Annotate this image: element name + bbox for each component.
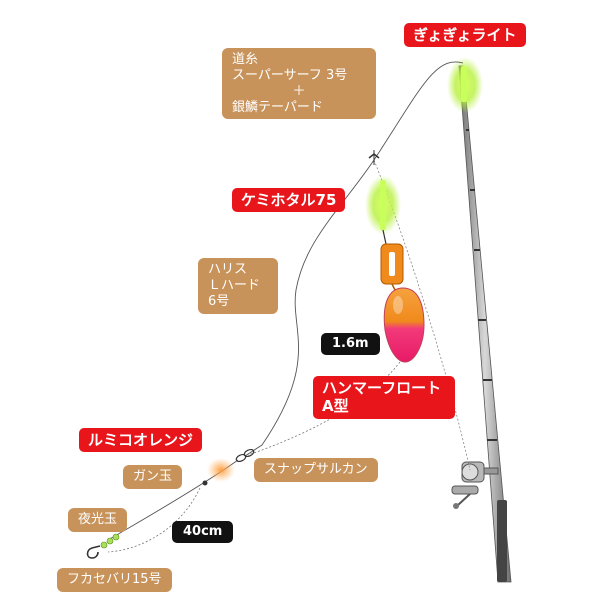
fishing-rod — [458, 65, 512, 583]
chemi-light — [380, 180, 386, 230]
label-gyogyo-light: ぎょぎょライト — [404, 23, 526, 48]
label-kemi-hotaru: ケミホタル75 — [232, 188, 346, 213]
label-hook: フカセバリ15号 — [57, 568, 172, 592]
snap-swivel — [235, 448, 255, 463]
main-line-text-1: 道糸 — [232, 52, 259, 67]
label-rumiko-orange: ルミコオレンジ — [79, 428, 203, 453]
hammer-float-text-1: ハンマーフロート — [322, 379, 442, 397]
label-main-line: 道糸 スーパーサーフ 3号 ＋ 銀鱗テーパード — [222, 48, 376, 120]
main-line — [244, 61, 464, 457]
label-snap-swivel: スナップサルカン — [254, 458, 378, 482]
rod-tip-light — [461, 66, 467, 102]
label-length-upper: 1.6m — [321, 333, 380, 355]
stopper-knot — [368, 150, 380, 165]
hammer-float-text-2: A型 — [322, 397, 349, 416]
harisu-text-3: 6号 — [208, 293, 230, 309]
main-line-text-2: スーパーサーフ 3号 — [232, 67, 348, 83]
harisu-text-1: ハリス — [208, 262, 248, 277]
harisu-text-2: Ｌハード — [208, 277, 261, 293]
hammer-float — [380, 243, 425, 363]
hook — [86, 545, 101, 559]
main-line-text-3: ＋ — [292, 83, 306, 99]
label-hammer-float: ハンマーフロート A型 — [313, 376, 455, 419]
spinning-reel — [451, 461, 499, 509]
rumiko-glow — [207, 458, 235, 482]
luminous-beads — [100, 533, 120, 549]
label-length-lower: 40cm — [172, 521, 234, 543]
main-line-text-4: 銀鱗テーパード — [232, 99, 323, 115]
float-to-swivel-line — [247, 361, 401, 456]
split-shot — [202, 480, 208, 486]
label-gan-dama: ガン玉 — [123, 465, 183, 489]
label-harisu: ハリス Ｌハード 6号 — [198, 258, 278, 314]
label-yakodama: 夜光玉 — [68, 508, 128, 532]
